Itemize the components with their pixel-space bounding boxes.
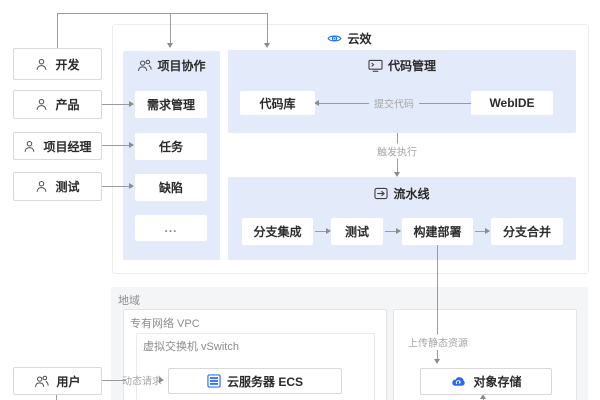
pipeline-header: 流水线 [228, 185, 576, 202]
vpc-label: 专有网络 VPC [130, 318, 200, 330]
edge-trigger-top [397, 133, 398, 145]
ecs-server-icon [207, 374, 221, 388]
edge-user-down-stub [56, 393, 57, 400]
project-collab-title: 项目协作 [157, 59, 206, 73]
edge-user-ecs [100, 380, 126, 381]
actor-dev: 开发 [13, 48, 102, 80]
stage-branch-integration: 分支集成 [242, 218, 313, 245]
project-collab-header: 项目协作 [123, 57, 220, 74]
code-mgmt-header: 代码管理 [228, 57, 576, 74]
arrowhead-ecs [159, 376, 164, 383]
edge-dev-up [57, 13, 58, 48]
node-more: ... [135, 215, 207, 241]
node-oss: 对象存储 [420, 368, 552, 395]
code-mgmt-title: 代码管理 [387, 59, 436, 73]
person-icon [35, 58, 48, 71]
pipeline-icon [374, 187, 389, 200]
node-code-repo: 代码库 [240, 91, 315, 115]
edge-product-req [100, 104, 129, 105]
app-title: 云效 [347, 32, 372, 46]
oss-cloud-icon [450, 376, 467, 388]
actor-product: 产品 [13, 90, 102, 119]
node-defects: 缺陷 [135, 174, 207, 201]
dynamic-request-label: 动态请求 [122, 376, 162, 388]
actor-pm: 项目经理 [13, 132, 102, 160]
oss-label: 对象存储 [473, 375, 522, 389]
edge-stage1 [315, 231, 326, 232]
trigger-label: 触发执行 [372, 143, 422, 159]
actor-dev-label: 开发 [55, 57, 80, 72]
edge-deploy-to-oss-top [437, 245, 438, 335]
pipeline-title: 流水线 [393, 187, 430, 201]
edge-trigger-bottom [397, 158, 398, 172]
upload-static-label: 上传静态资源 [403, 334, 473, 350]
edge-stage3 [475, 231, 485, 232]
arrowhead-stage4 [485, 227, 490, 234]
arrowhead-code [263, 43, 270, 48]
edge-deploy-to-oss-bottom [437, 350, 438, 359]
stage-build-deploy: 构建部署 [402, 218, 473, 245]
actor-qa: 测试 [13, 172, 102, 201]
ecs-label: 云服务器 ECS [226, 374, 303, 389]
edge-dev-to-project [170, 13, 171, 43]
monitor-code-icon [368, 59, 383, 72]
actor-product-label: 产品 [55, 98, 80, 112]
edge-oss-up-stub [483, 398, 484, 400]
arrowhead-defect [129, 182, 134, 189]
actor-qa-label: 测试 [55, 180, 80, 194]
arrowhead-project [166, 43, 173, 48]
commit-code-label: 提交代码 [369, 95, 419, 111]
people-icon [34, 375, 50, 388]
arrowhead-pipeline [393, 172, 400, 177]
edge-dev-to-code [267, 13, 268, 43]
node-webide: WebIDE [471, 91, 553, 115]
person-icon [35, 98, 48, 111]
stage-test: 测试 [331, 218, 383, 245]
person-icon [35, 180, 48, 193]
node-ecs: 云服务器 ECS [168, 368, 342, 394]
arrowhead-oss [433, 359, 440, 364]
vswitch-label: 虚拟交换机 vSwitch [143, 341, 239, 353]
arrowhead-oss-up [479, 394, 486, 399]
arrowhead-repo [314, 99, 319, 106]
actor-pm-label: 项目经理 [43, 139, 92, 154]
actor-user-label: 用户 [56, 374, 81, 389]
region-label: 地域 [118, 295, 140, 307]
brand-header: 云效 [112, 30, 587, 47]
edge-qa-defect [100, 186, 129, 187]
arrowhead-task [129, 141, 134, 148]
yunxiao-logo-icon [327, 31, 343, 46]
node-tasks: 任务 [135, 133, 207, 160]
edge-dev-horizontal [57, 13, 267, 14]
edge-stage2 [385, 231, 396, 232]
arrowhead-req [129, 100, 134, 107]
actor-user: 用户 [13, 367, 102, 395]
node-requirements: 需求管理 [135, 91, 207, 118]
arrowhead-stage2 [326, 227, 331, 234]
arrowhead-stage3 [396, 227, 401, 234]
person-icon [23, 140, 36, 153]
edge-pm-task [100, 145, 129, 146]
people-icon [137, 59, 153, 72]
stage-branch-merge: 分支合并 [491, 218, 563, 245]
